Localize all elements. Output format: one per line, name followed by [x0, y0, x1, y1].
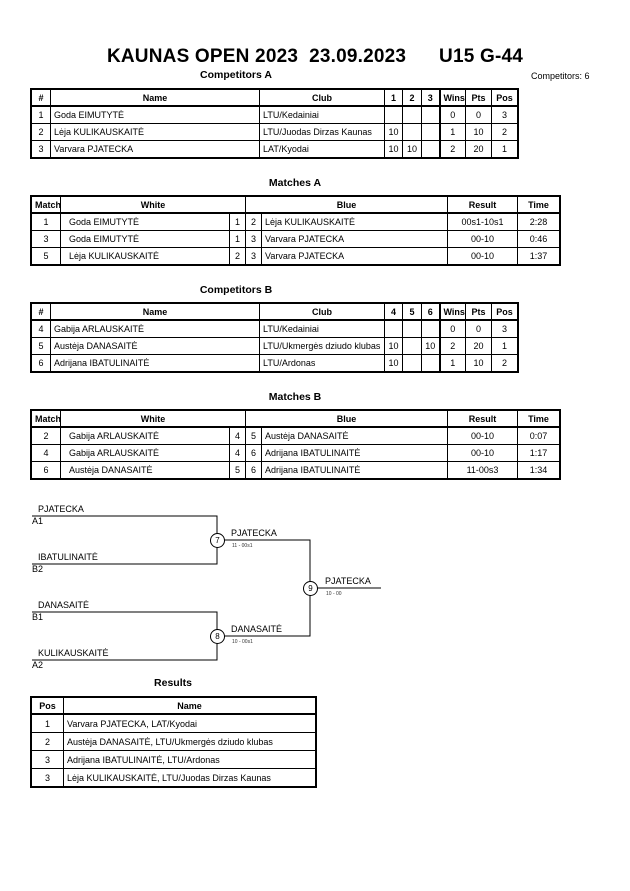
bracket-entrant-seed: B2	[32, 564, 44, 574]
cell: 2	[229, 247, 246, 265]
col-header: Pos	[491, 303, 518, 321]
table-row: 5 Lėja KULIKAUSKAITĖ 2 3 Varvara PJATECK…	[31, 247, 561, 265]
cell: LAT/Kyodai	[259, 140, 385, 158]
table-row: 4 Gabija ARLAUSKAITĖ LTU/Kedainiai 0 0 3	[31, 319, 518, 338]
cell: 5	[229, 461, 246, 479]
competitors-count: Competitors: 6	[531, 71, 590, 81]
table-row: 3 Varvara PJATECKA LAT/Kyodai 10 10 2 20…	[31, 140, 518, 158]
bracket-entrant-name: PJATECKA	[38, 504, 84, 514]
table-header: Match White Blue Result Time	[31, 196, 561, 214]
cell: Austėja DANASAITĖ	[60, 461, 230, 479]
matches-b-table: Match White Blue Result Time 2 Gabija AR…	[29, 409, 562, 480]
cell: 3	[31, 768, 64, 787]
cell: 2	[491, 354, 518, 372]
cell: Lėja KULIKAUSKAITĖ, LTU/Juodas Dirzas Ka…	[63, 768, 316, 787]
table-row: 1 Varvara PJATECKA, LAT/Kyodai	[31, 713, 316, 733]
cell: Varvara PJATECKA, LAT/Kyodai	[63, 713, 316, 733]
table-row: 6 Adrijana IBATULINAITĖ LTU/Ardonas 10 1…	[31, 354, 518, 372]
cell: 2	[31, 732, 64, 751]
competitors-a-heading: Competitors A	[200, 69, 272, 81]
bracket-score: 10 - 00s1	[232, 639, 253, 645]
bracket-line	[217, 539, 311, 637]
bracket-score: 10 - 00	[326, 591, 342, 597]
results-heading: Results	[154, 677, 192, 689]
competitors-b-heading: Competitors B	[199, 284, 273, 296]
bracket-winner-name: DANASAITĖ	[231, 624, 283, 634]
cell: 1	[31, 713, 64, 733]
cell: LTU/Ardonas	[259, 354, 385, 372]
cell: 20	[465, 140, 492, 158]
cell: Adrijana IBATULINAITĖ, LTU/Ardonas	[63, 750, 316, 769]
cell: 2	[439, 140, 466, 158]
col-header: Pos	[31, 697, 64, 715]
bracket-entrant-name: DANASAITĖ	[38, 600, 90, 610]
cell	[421, 140, 441, 158]
cell: Austėja DANASAITĖ, LTU/Ukmergės dziudo k…	[63, 732, 316, 751]
bracket-score: 11 - 00s1	[232, 543, 253, 549]
match-number-badge: 7	[210, 533, 225, 548]
match-number-badge: 8	[210, 629, 225, 644]
col-header: Name	[63, 697, 316, 715]
cell: 1:37	[517, 247, 561, 265]
table-row: 1 Goda EIMUTYTĖ LTU/Kedainiai 0 0 3	[31, 105, 518, 124]
matches-a-table: Match White Blue Result Time 1 Goda EIMU…	[29, 195, 562, 266]
bracket-entrant-name: KULIKAUSKAITĖ	[38, 648, 109, 658]
bracket-entrant-seed: A2	[32, 660, 44, 670]
cell: Varvara PJATECKA	[260, 247, 449, 265]
bracket-winner-name: PJATECKA	[325, 576, 371, 586]
table-row: 3 Lėja KULIKAUSKAITĖ, LTU/Juodas Dirzas …	[31, 768, 316, 787]
matches-a-heading: Matches A	[268, 177, 322, 189]
competitors-b-table: # Name Club 4 5 6 Wins Pts Pos 4 Gabija …	[30, 302, 519, 373]
results-table: Pos Name 1 Varvara PJATECKA, LAT/Kyodai …	[30, 696, 317, 788]
bracket-winner-name: PJATECKA	[231, 528, 277, 538]
cell	[421, 354, 441, 372]
table-row: 2 Gabija ARLAUSKAITĖ 4 5 Austėja DANASAI…	[31, 426, 561, 445]
cell: 1:34	[517, 461, 561, 479]
table-header: # Name Club 4 5 6 Wins Pts Pos	[31, 303, 518, 321]
bracket-entrant-seed: A1	[32, 516, 44, 526]
cell: 5	[31, 247, 61, 265]
matches-b-heading: Matches B	[268, 391, 322, 403]
cell: 1	[491, 140, 518, 158]
bracket-entrant-name: IBATULINAITĖ	[38, 552, 98, 562]
cell: 3	[31, 750, 64, 769]
table-row: 3 Adrijana IBATULINAITĖ, LTU/Ardonas	[31, 750, 316, 769]
table-row: 6 Austėja DANASAITĖ 5 6 Adrijana IBATULI…	[31, 461, 561, 479]
match-number-badge: 9	[303, 581, 318, 596]
table-header: Pos Name	[31, 697, 316, 715]
competitors-a-table: # Name Club 1 2 3 Wins Pts Pos 1 Goda EI…	[30, 88, 519, 159]
cell: Adrijana IBATULINAITĖ	[260, 461, 449, 479]
cell: 11-00s3	[447, 461, 519, 479]
table-row: 2 Austėja DANASAITĖ, LTU/Ukmergės dziudo…	[31, 732, 316, 751]
cell: 00-10	[447, 247, 519, 265]
page-title: KAUNAS OPEN 2023 23.09.2023 U15 G-44	[106, 46, 524, 67]
table-header: Match White Blue Result Time	[31, 410, 561, 428]
cell: 10	[384, 140, 403, 158]
bracket-entrant-seed: B1	[32, 612, 44, 622]
cell: 6	[31, 354, 51, 372]
